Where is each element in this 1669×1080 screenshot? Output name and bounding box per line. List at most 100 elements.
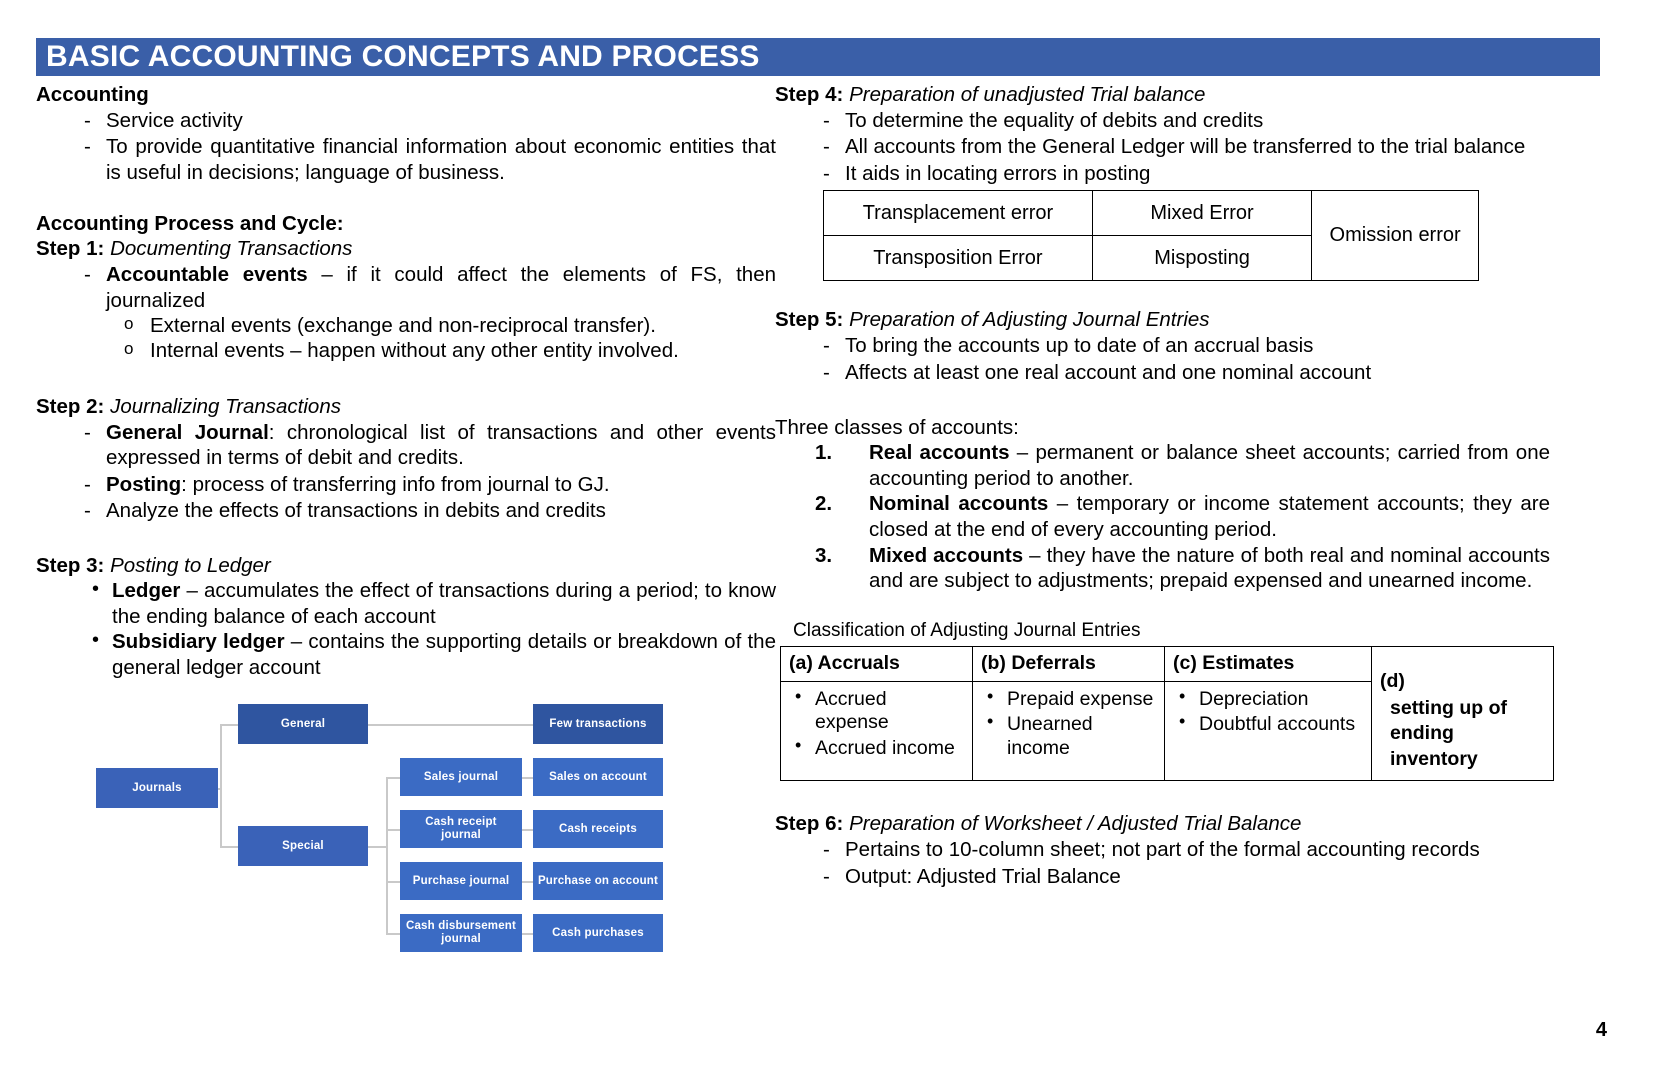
list-item: Affects at least one real account and on… bbox=[815, 360, 1550, 386]
step5-label: Step 5: bbox=[775, 308, 844, 332]
ledger-text: – accumulates the effect of transactions… bbox=[112, 579, 776, 628]
aje-d-text: setting up of ending inventory bbox=[1390, 697, 1507, 770]
error-types-table: Transplacement error Mixed Error Omissio… bbox=[823, 190, 1479, 282]
connector-special-out bbox=[350, 846, 386, 848]
diagram-node-cash-disbursement-journal: Cash disbursement journal bbox=[400, 914, 522, 952]
cell-transplacement-error: Transplacement error bbox=[823, 190, 1093, 237]
table-row: (a) Accruals (b) Deferrals (c) Estimates… bbox=[780, 645, 1554, 782]
cell-mixed-error: Mixed Error bbox=[1091, 190, 1313, 237]
list-item: Doubtful accounts bbox=[1177, 711, 1363, 736]
diagram-node-special: Special bbox=[238, 826, 368, 866]
journals-diagram: Journals General Few transactions Specia… bbox=[90, 690, 690, 955]
aje-d-label: (d) bbox=[1380, 669, 1405, 692]
step6-label: Step 6: bbox=[775, 812, 844, 836]
deferrals-list: Prepaid expense Unearned income bbox=[981, 686, 1156, 760]
aje-header-deferrals: (b) Deferrals bbox=[972, 645, 1165, 682]
accruals-list: Accrued expense Accrued income bbox=[789, 686, 964, 760]
step1-heading: Step 1: Documenting Transactions bbox=[36, 236, 776, 261]
diagram-node-few-transactions: Few transactions bbox=[533, 704, 663, 744]
step1-points-list: Accountable events – if it could affect … bbox=[36, 262, 776, 313]
subsidiary-ledger-text: – contains the supporting details or bre… bbox=[112, 630, 776, 679]
connector-sales-stub bbox=[386, 777, 400, 779]
list-item: Prepaid expense bbox=[985, 686, 1156, 711]
step3-points-list: Ledger – accumulates the effect of trans… bbox=[36, 577, 776, 680]
list-item: General Journal: chronological list of t… bbox=[76, 420, 776, 471]
diagram-node-sales-journal: Sales journal bbox=[400, 758, 522, 796]
list-item: 2.Nominal accounts – temporary or income… bbox=[809, 491, 1550, 542]
step6-points-list: Pertains to 10-column sheet; not part of… bbox=[775, 837, 1550, 889]
step6-title: Preparation of Worksheet / Adjusted Tria… bbox=[849, 812, 1302, 836]
list-item: It aids in locating errors in posting bbox=[815, 161, 1550, 187]
cell-transposition-error: Transposition Error bbox=[823, 235, 1093, 282]
list-item: Unearned income bbox=[985, 711, 1156, 760]
mixed-accounts-term: Mixed accounts bbox=[869, 543, 1024, 567]
analyze-text: Analyze the effects of transactions in d… bbox=[106, 499, 606, 523]
connector-purchase-to-result bbox=[520, 881, 534, 883]
diagram-node-purchase-journal: Purchase journal bbox=[400, 862, 522, 900]
page-title-banner: BASIC ACCOUNTING CONCEPTS AND PROCESS bbox=[36, 38, 1600, 76]
aje-cell-d: (d) setting up of ending inventory bbox=[1371, 645, 1554, 782]
list-item: Depreciation bbox=[1177, 686, 1363, 711]
page-title: BASIC ACCOUNTING CONCEPTS AND PROCESS bbox=[46, 40, 760, 73]
accountable-events-term: Accountable events bbox=[106, 263, 308, 287]
step4-title: Preparation of unadjusted Trial balance bbox=[849, 83, 1206, 106]
list-item: To provide quantitative financial inform… bbox=[76, 134, 776, 185]
left-column: Accounting Service activity To provide q… bbox=[36, 82, 776, 680]
diagram-node-purchase-on-account: Purchase on account bbox=[533, 862, 663, 900]
subsidiary-ledger-term: Subsidiary ledger bbox=[112, 630, 285, 654]
connector-cashdisb-to-result bbox=[520, 933, 534, 935]
step2-points-list: General Journal: chronological list of t… bbox=[36, 420, 776, 524]
connector-purchase-stub bbox=[386, 881, 400, 883]
class-number: 3. bbox=[815, 543, 833, 567]
list-item: Accrued income bbox=[793, 735, 964, 760]
class-number: 2. bbox=[815, 492, 833, 516]
table-row: Transposition Error Misposting bbox=[823, 235, 1479, 282]
step3-heading: Step 3: Posting to Ledger bbox=[36, 553, 776, 578]
step5-heading: Step 5: Preparation of Adjusting Journal… bbox=[775, 307, 1550, 332]
diagram-node-cash-receipt-journal: Cash receipt journal bbox=[400, 810, 522, 848]
list-item: Service activity bbox=[76, 108, 776, 134]
diagram-node-general: General bbox=[238, 704, 368, 744]
right-column: Step 4: Preparation of unadjusted Trial … bbox=[775, 82, 1554, 889]
step3-title: Posting to Ledger bbox=[110, 554, 271, 578]
ledger-term: Ledger bbox=[112, 579, 181, 603]
connector-general-to-result bbox=[350, 724, 535, 726]
list-item: Ledger – accumulates the effect of trans… bbox=[84, 577, 776, 629]
list-item: External events (exchange and non-recipr… bbox=[116, 313, 776, 338]
step1-title: Documenting Transactions bbox=[110, 237, 353, 261]
estimates-list: Depreciation Doubtful accounts bbox=[1173, 686, 1363, 737]
cell-omission-error: Omission error bbox=[1311, 190, 1479, 282]
accounting-points-list: Service activity To provide quantitative… bbox=[36, 108, 776, 185]
step4-heading: Step 4: Preparation of unadjusted Trial … bbox=[775, 82, 1550, 107]
aje-table-caption: Classification of Adjusting Journal Entr… bbox=[793, 619, 1141, 641]
class-number: 1. bbox=[815, 441, 833, 465]
general-journal-term: General Journal bbox=[106, 420, 269, 444]
accountable-events-text: – if it could affect the elements of FS,… bbox=[106, 263, 776, 312]
cell-misposting: Misposting bbox=[1091, 235, 1313, 282]
connector-special-stub bbox=[220, 846, 238, 848]
step2-label: Step 2: bbox=[36, 394, 105, 418]
step4-label: Step 4: bbox=[775, 83, 844, 106]
process-heading: Accounting Process and Cycle: bbox=[36, 212, 344, 236]
diagram-node-cash-receipts: Cash receipts bbox=[533, 810, 663, 848]
list-item: Subsidiary ledger – contains the support… bbox=[84, 628, 776, 680]
aje-header-accruals: (a) Accruals bbox=[780, 645, 973, 682]
list-item: Internal events – happen without any oth… bbox=[116, 338, 776, 363]
accounting-heading: Accounting bbox=[36, 83, 149, 106]
list-item: All accounts from the General Ledger wil… bbox=[815, 134, 1550, 160]
list-item: Pertains to 10-column sheet; not part of… bbox=[815, 837, 1550, 863]
step2-title: Journalizing Transactions bbox=[110, 394, 341, 418]
list-item: To bring the accounts up to date of an a… bbox=[815, 333, 1550, 359]
list-item: 1.Real accounts – permanent or balance s… bbox=[809, 440, 1550, 491]
step6-heading: Step 6: Preparation of Worksheet / Adjus… bbox=[775, 811, 1550, 836]
nominal-accounts-term: Nominal accounts bbox=[869, 492, 1049, 516]
connector-cashdisb-stub bbox=[386, 933, 400, 935]
connector-sales-to-result bbox=[520, 777, 534, 779]
list-item: Accrued expense bbox=[793, 686, 964, 735]
diagram-node-journals: Journals bbox=[96, 768, 218, 808]
connector-special-vertical bbox=[386, 777, 388, 933]
connector-general-stub bbox=[220, 724, 238, 726]
list-item: Accountable events – if it could affect … bbox=[76, 262, 776, 313]
step4-points-list: To determine the equality of debits and … bbox=[775, 108, 1550, 187]
diagram-node-sales-on-account: Sales on account bbox=[533, 758, 663, 796]
